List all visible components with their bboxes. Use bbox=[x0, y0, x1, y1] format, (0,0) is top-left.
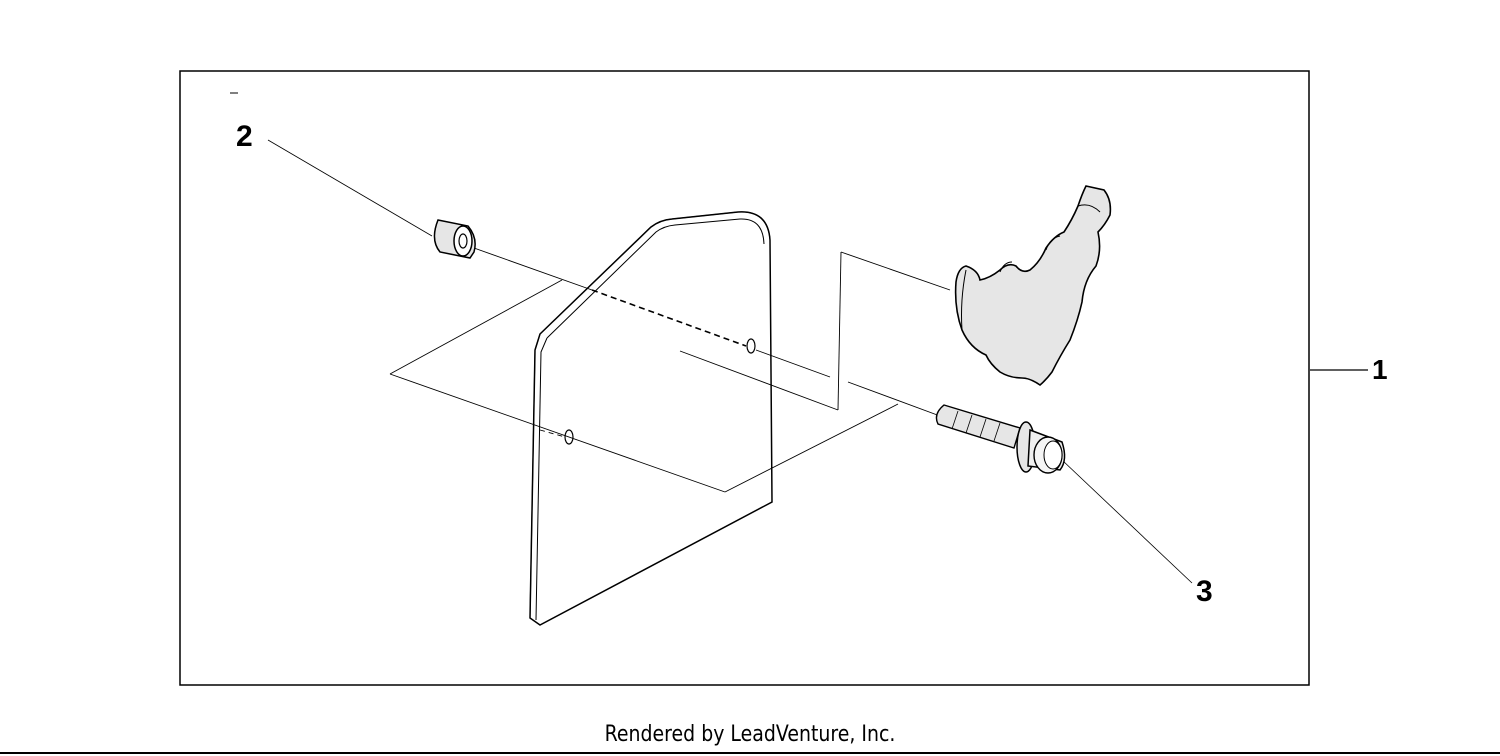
leader-line-2 bbox=[267, 139, 433, 237]
callout-3: 3 bbox=[1196, 575, 1213, 608]
frame-plate bbox=[529, 211, 773, 626]
diagram-frame bbox=[179, 70, 1310, 686]
tiller-tine-fragment bbox=[954, 185, 1112, 387]
callout-2: 2 bbox=[236, 120, 253, 153]
spacer-collar bbox=[433, 219, 476, 259]
plate-hole-upper bbox=[746, 338, 756, 354]
rendered-by-footer: Rendered by LeadVenture, Inc. bbox=[604, 722, 896, 747]
leader-line-3 bbox=[1061, 459, 1193, 584]
bottom-divider bbox=[0, 752, 1500, 754]
flange-bolt bbox=[935, 404, 1066, 474]
assembly-lines bbox=[389, 247, 951, 493]
callout-1: 1 bbox=[1372, 354, 1388, 385]
